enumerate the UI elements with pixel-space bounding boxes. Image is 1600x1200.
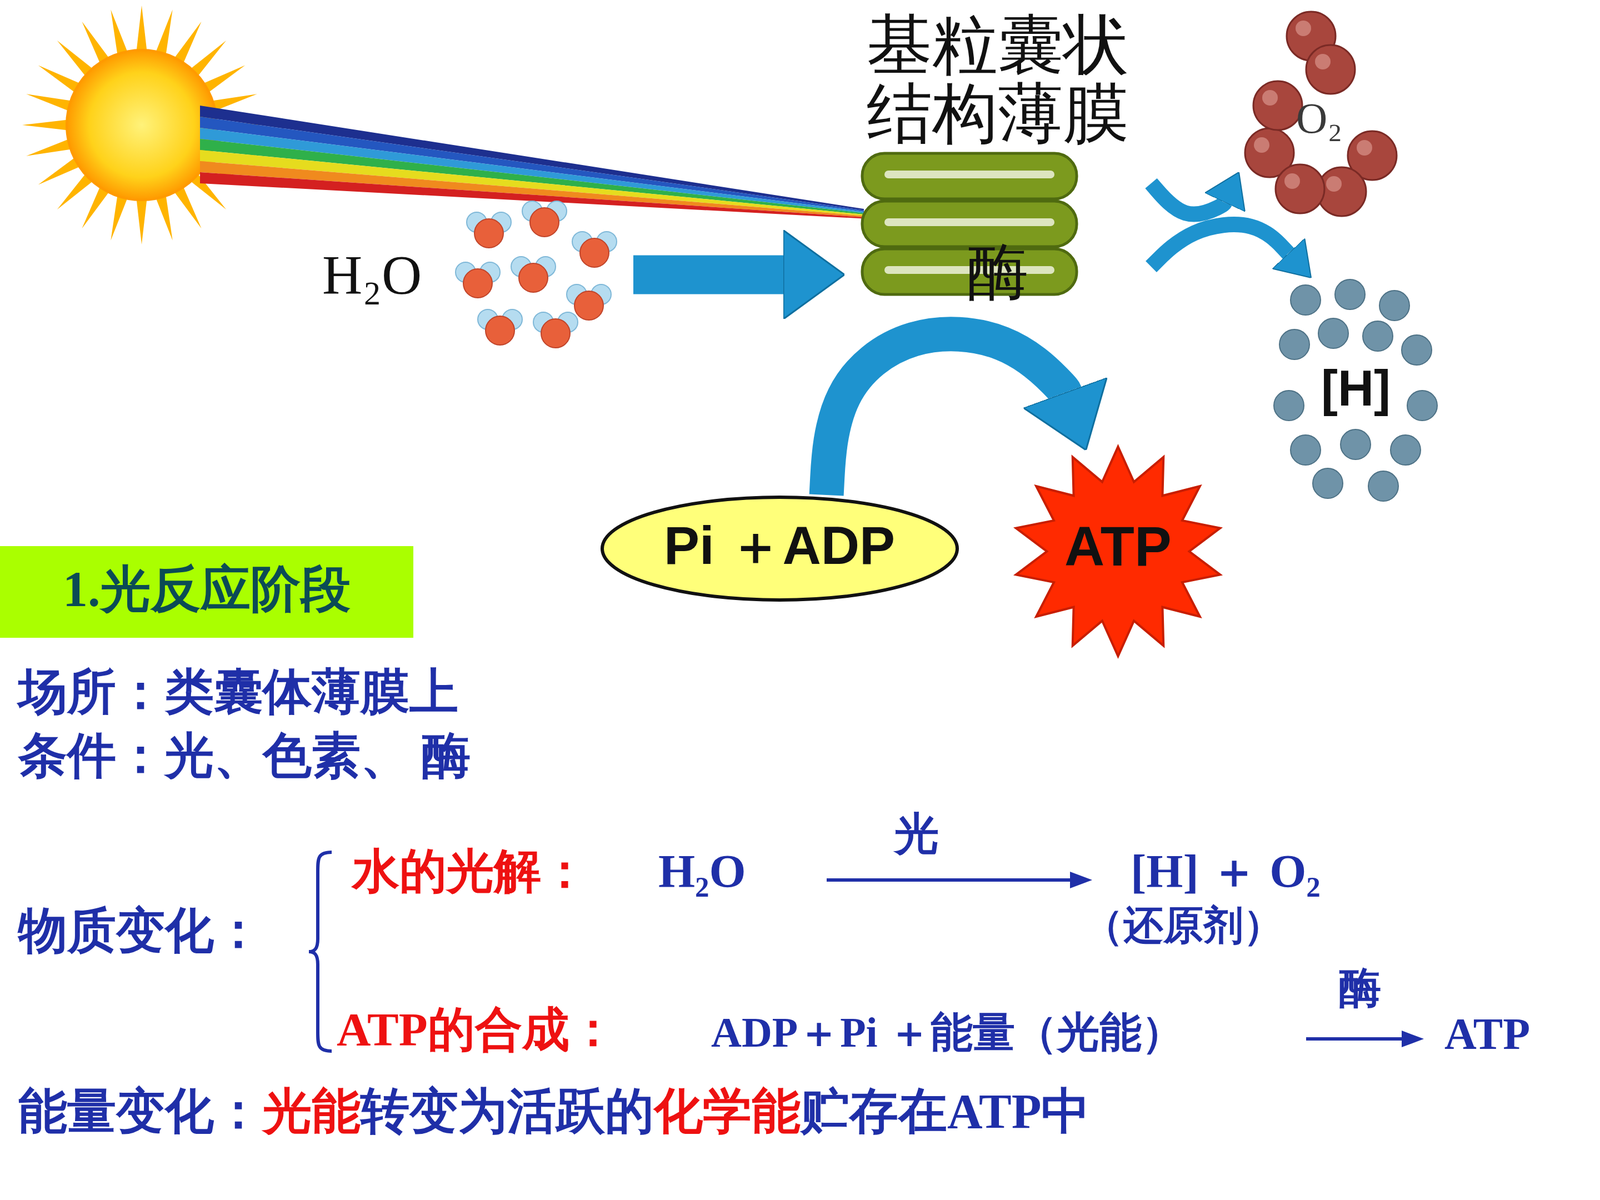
flow-arrow <box>1151 183 1225 215</box>
atp-star-shape <box>1016 446 1221 657</box>
text-label: ATP <box>1444 1008 1530 1060</box>
water-cluster: H₂O <box>311 200 634 356</box>
sun <box>66 50 217 200</box>
flow-arrow <box>633 255 784 294</box>
node-label: 酶 <box>967 238 1029 307</box>
text-label: 场所：类囊体薄膜上 <box>18 663 459 720</box>
text-label: ADP＋Pi ＋能量（光能） <box>711 1008 1184 1057</box>
text-label: 能量变化： <box>18 1083 263 1140</box>
node-label: Pi ＋ADP <box>663 516 895 575</box>
node-label: ATP <box>1064 515 1172 577</box>
node-label: 1.光反应阶段 <box>62 561 351 617</box>
reaction-arrow <box>1306 1037 1402 1041</box>
reaction-arrow <box>826 878 1070 882</box>
text-label: ATP的合成： <box>336 1002 617 1058</box>
oxygen-cluster-shape <box>1245 11 1397 217</box>
grana-stack: 基粒囊状 结构薄膜酶 <box>844 11 1152 309</box>
flow-arrow <box>1151 224 1289 267</box>
adp-ellipse: Pi ＋ADP <box>600 495 960 603</box>
node-label: O₂ <box>1296 94 1343 143</box>
text-label: 条件：光、色素、 酶 <box>18 727 471 784</box>
text-label: [H] ＋ O₂ <box>1130 844 1321 899</box>
node-label: [H] <box>1321 361 1391 417</box>
text-label: 光能 <box>262 1083 361 1140</box>
atp-star: ATP <box>1011 444 1225 659</box>
text-label: 水的光解： <box>352 844 589 899</box>
text-label: 光 <box>894 808 939 860</box>
stage-heading-shape <box>0 546 414 638</box>
text-label: 化学能 <box>653 1083 801 1140</box>
text-label: （还原剂） <box>1083 902 1284 949</box>
text-label: 物质变化： <box>18 902 263 959</box>
stage-heading: 1.光反应阶段 <box>0 546 414 638</box>
hydrogen-cluster: [H] <box>1272 277 1439 500</box>
hydrogen-cluster-shape <box>1273 279 1438 502</box>
text-label: 转变为活跃的 <box>360 1083 654 1140</box>
flow-arrow <box>826 333 1066 495</box>
text-label: 酶 <box>1338 963 1382 1013</box>
water-cluster-shape <box>455 201 617 348</box>
node-label: 基粒囊状 结构薄膜 <box>853 11 1143 149</box>
text-label: 贮存在ATP中 <box>800 1083 1090 1140</box>
oxygen-cluster: O₂ <box>1238 11 1400 217</box>
brace <box>308 852 332 1052</box>
node-label: H₂O <box>322 244 422 306</box>
adp-ellipse-shape <box>602 497 958 600</box>
text-label: H₂O <box>658 844 747 899</box>
